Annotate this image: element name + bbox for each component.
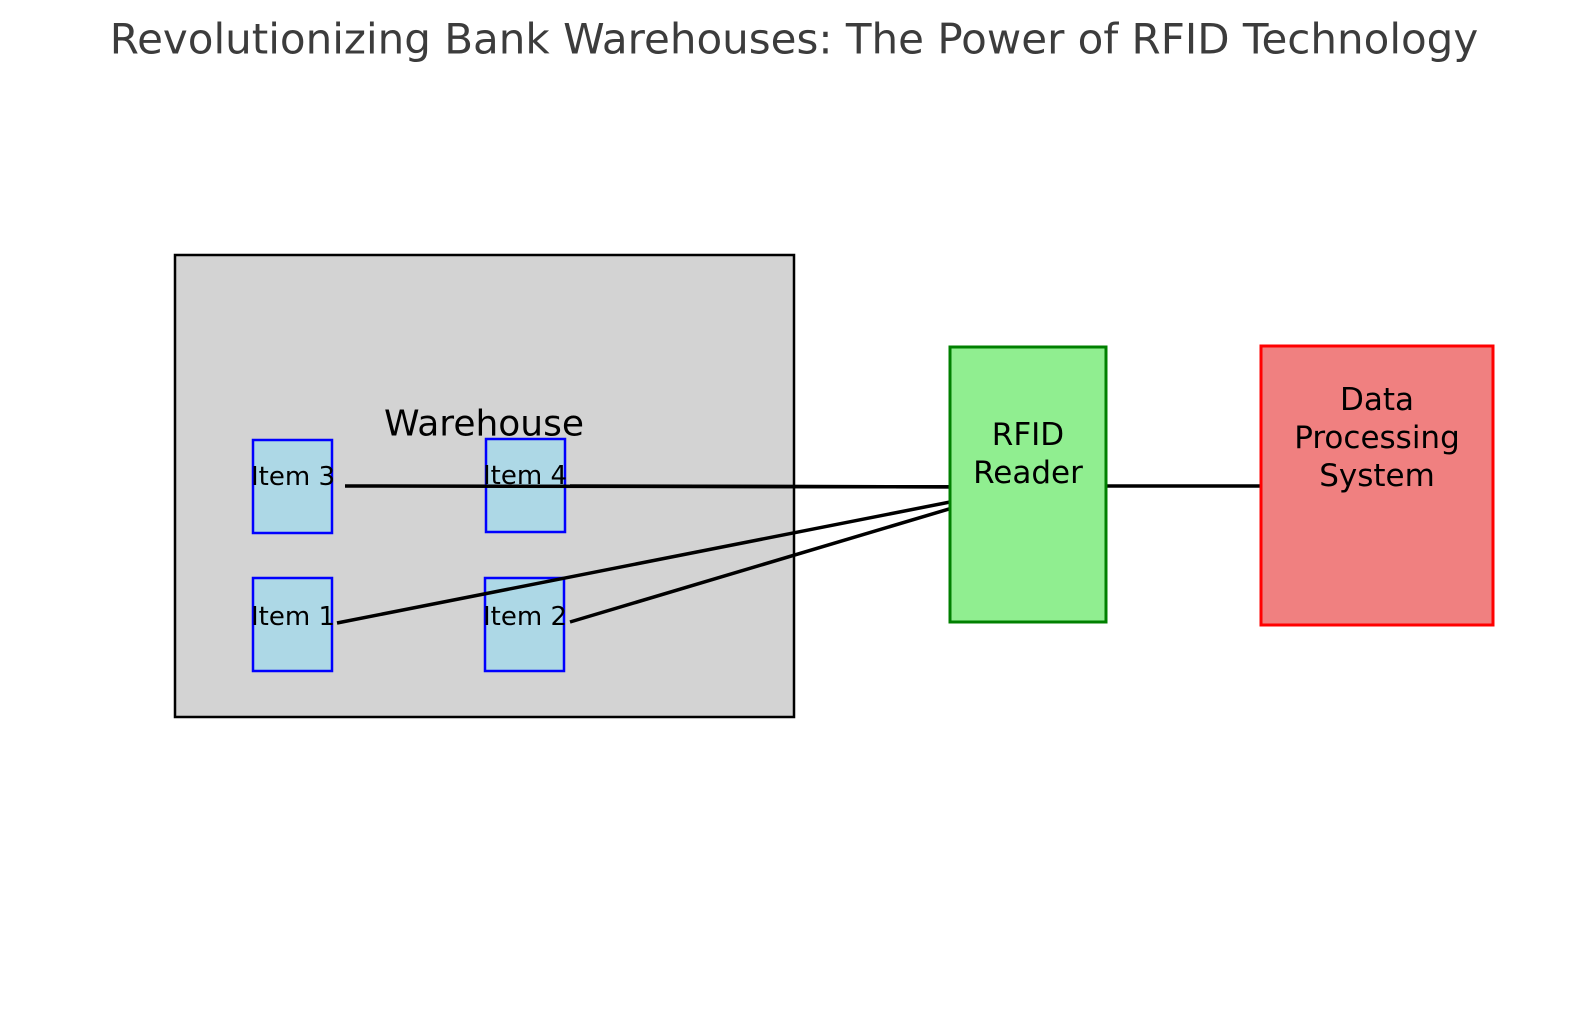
arrow-item-1-to-reader bbox=[336, 484, 1017, 625]
item-1-box bbox=[251, 576, 334, 673]
item-4-label: Item 4 bbox=[483, 461, 567, 491]
item-2-label: Item 2 bbox=[483, 602, 567, 632]
rfid-reader-label-line1: RFID bbox=[992, 417, 1064, 453]
item-1-label: Item 1 bbox=[251, 602, 335, 632]
data-processing-label-line2: Processing bbox=[1294, 420, 1460, 456]
rfid-reader-box bbox=[948, 345, 1108, 624]
item-3-label: Item 3 bbox=[251, 462, 335, 492]
page-title: Revolutionizing Bank Warehouses: The Pow… bbox=[110, 15, 1478, 64]
warehouse-label: Warehouse bbox=[384, 404, 584, 445]
item-2-box bbox=[483, 576, 566, 673]
item-3-box bbox=[251, 438, 334, 535]
arrow-item-2-to-reader bbox=[569, 487, 1017, 624]
rfid-reader-label-line2: Reader bbox=[973, 455, 1083, 491]
data-processing-label-line3: System bbox=[1319, 458, 1435, 494]
data-processing-label-line1: Data bbox=[1340, 382, 1414, 418]
data-processing-box bbox=[1259, 344, 1495, 627]
arrow-item-4-to-reader bbox=[569, 475, 1017, 498]
